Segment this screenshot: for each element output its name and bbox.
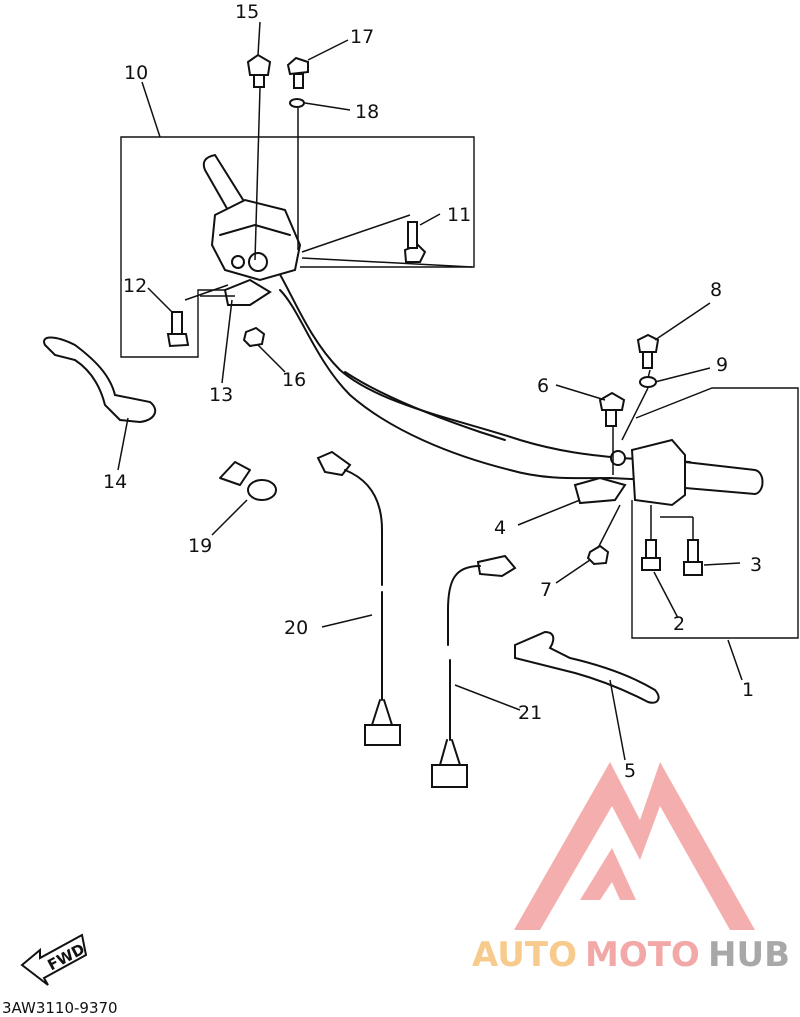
callout-10: 10 xyxy=(124,62,148,84)
bolt-12 xyxy=(166,311,190,348)
logo-triangle-outer xyxy=(514,762,755,930)
washer-18 xyxy=(289,98,305,108)
callout-21: 21 xyxy=(518,702,542,724)
bolt-15 xyxy=(246,53,272,88)
bolt-6 xyxy=(598,391,626,427)
leader-lines xyxy=(184,87,694,549)
brake-lever-5 xyxy=(514,630,660,704)
screw-3 xyxy=(683,539,703,576)
callout-6: 6 xyxy=(537,375,549,397)
logo-text-auto: AUTO xyxy=(472,935,577,975)
assembly-box-1 xyxy=(631,387,799,639)
callout-14: 14 xyxy=(103,471,127,493)
callout-5: 5 xyxy=(624,760,636,782)
nut-16 xyxy=(242,326,266,348)
logo-triangle-inner xyxy=(580,848,636,900)
bolt-8 xyxy=(636,333,660,369)
callout-8: 8 xyxy=(710,279,722,301)
callout-labels: 1 2 3 4 5 6 7 8 9 10 11 12 13 14 15 16 1… xyxy=(103,1,762,782)
fwd-arrow-icon: FWD xyxy=(20,933,88,986)
callout-2: 2 xyxy=(673,613,685,635)
callout-pointers xyxy=(117,21,743,761)
callout-18: 18 xyxy=(355,101,379,123)
band-19 xyxy=(219,461,277,501)
callout-19: 19 xyxy=(188,535,212,557)
callout-15: 15 xyxy=(235,1,259,23)
callout-13: 13 xyxy=(209,384,233,406)
callout-9: 9 xyxy=(716,354,728,376)
callout-17: 17 xyxy=(350,26,374,48)
automotohub-logo: AUTO MOTO HUB xyxy=(472,762,790,975)
screw-2 xyxy=(641,539,661,571)
washer-9 xyxy=(639,376,657,388)
throttle-grip-assembly xyxy=(573,438,764,507)
callout-11: 11 xyxy=(447,204,471,226)
bolt-11 xyxy=(403,221,427,263)
logo-text-hub: HUB xyxy=(708,935,790,975)
callout-16: 16 xyxy=(282,369,306,391)
nut-7 xyxy=(586,544,610,566)
callout-3: 3 xyxy=(750,554,762,576)
handlebar xyxy=(202,154,691,483)
logo-text-moto: MOTO xyxy=(585,935,700,975)
callout-7: 7 xyxy=(540,579,552,601)
callout-1: 1 xyxy=(742,679,754,701)
bolt-17 xyxy=(286,56,309,89)
switch-wire-20 xyxy=(316,450,401,746)
drawing-code: 3AW3110-9370 xyxy=(2,999,118,1017)
callout-12: 12 xyxy=(123,275,147,297)
clutch-lever-14 xyxy=(43,336,157,424)
assembly-box-10 xyxy=(120,136,475,358)
callout-20: 20 xyxy=(284,617,308,639)
callout-4: 4 xyxy=(494,517,506,539)
switch-wire-21 xyxy=(431,554,517,788)
